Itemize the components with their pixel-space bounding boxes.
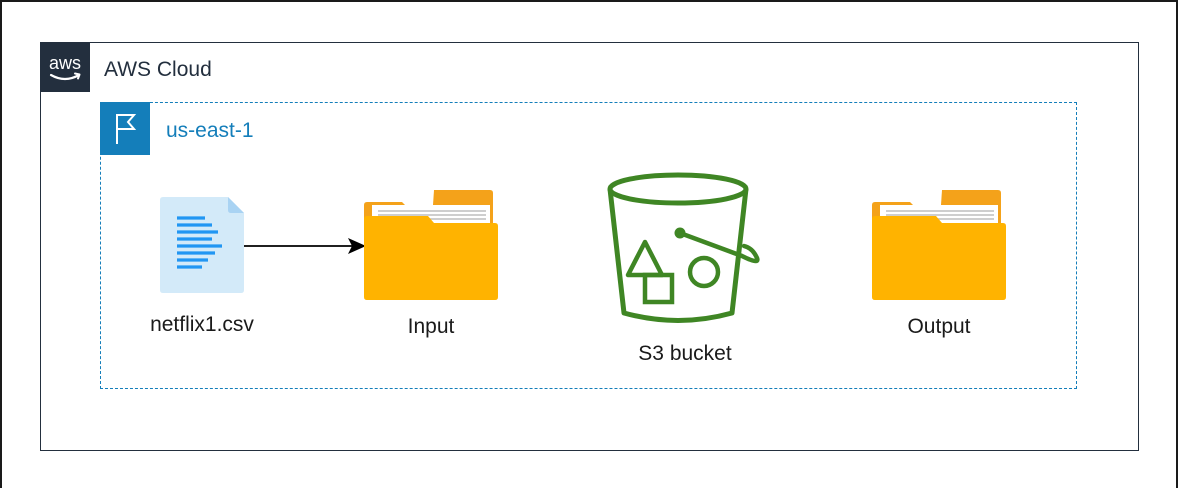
csv-file-label: netflix1.csv bbox=[150, 313, 254, 336]
aws-cloud-label: AWS Cloud bbox=[104, 58, 212, 81]
region-group bbox=[100, 102, 1077, 389]
input-folder-label: Input bbox=[407, 315, 455, 338]
aws-logo-text: aws bbox=[49, 53, 81, 73]
document-icon bbox=[160, 197, 244, 293]
aws-cloud-group bbox=[40, 42, 1139, 451]
s3-bucket-icon bbox=[604, 170, 764, 330]
input-folder-icon bbox=[364, 190, 498, 300]
flag-icon bbox=[100, 102, 150, 155]
region-label: us-east-1 bbox=[166, 119, 254, 142]
output-folder-icon bbox=[872, 190, 1006, 300]
s3-bucket-label: S3 bucket bbox=[638, 342, 732, 365]
output-folder-label: Output bbox=[907, 315, 971, 338]
edge-arrow bbox=[244, 235, 368, 257]
aws-logo-icon: aws bbox=[40, 42, 90, 92]
